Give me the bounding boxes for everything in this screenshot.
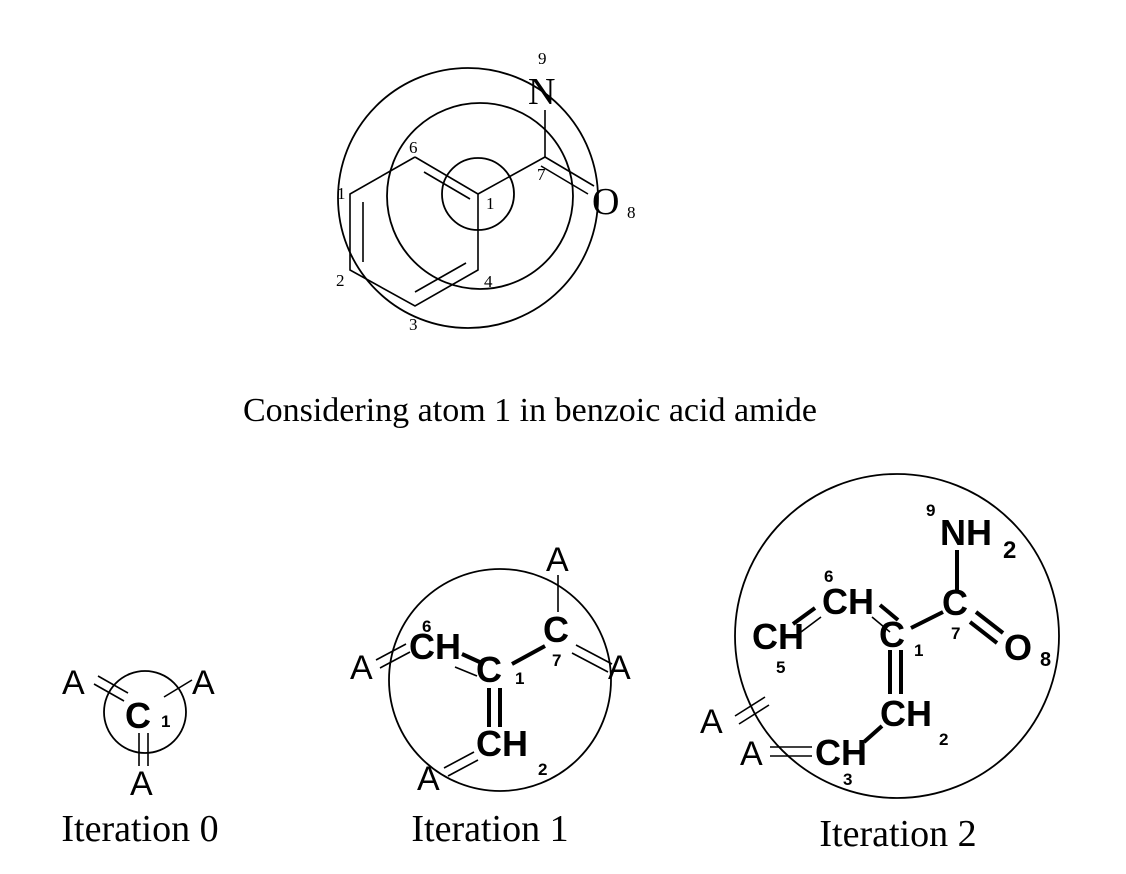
- bond-ch6-c1-double: [871, 616, 891, 633]
- c7-o8-bond: [544, 156, 595, 187]
- atom-ch6: CH: [822, 581, 874, 622]
- atom-number-3: 3: [409, 315, 418, 334]
- atom-number-1: 1: [914, 641, 923, 660]
- bond-c1-c7: [511, 644, 546, 666]
- atom-c1: C: [879, 614, 905, 655]
- iteration-2-circle: [734, 473, 1060, 799]
- atom-a-bottom: A: [130, 765, 153, 803]
- atom-number-7: 7: [552, 651, 561, 670]
- atom-number-1: 1: [161, 712, 170, 731]
- bond-a-left-ch6-double: [379, 651, 411, 669]
- aromatic-inner-bond: [414, 262, 467, 293]
- atom-ch6: CH: [409, 626, 461, 667]
- atom-a-bottom: A: [740, 735, 763, 773]
- bond-a-left: [97, 675, 129, 694]
- radius-1-circle: [386, 102, 574, 290]
- atom-c7: C: [942, 582, 968, 623]
- bond-c7-o8-double: [968, 620, 999, 645]
- atom-a-left: A: [62, 664, 85, 702]
- bond-a-bottom-ch2: [443, 751, 475, 769]
- iteration-0-circle: [103, 670, 187, 754]
- atom-a-top: A: [546, 541, 569, 579]
- bond-c7-a-right: [575, 644, 613, 665]
- atom-number-6: 6: [409, 138, 418, 157]
- iteration-2-label: Iteration 2: [819, 813, 976, 855]
- bond-ch5-ch6-double: [800, 616, 822, 633]
- bond-a-left-ch5-double: [738, 704, 770, 725]
- radius-2-circle: [337, 67, 599, 329]
- bond-a-left-double: [93, 683, 125, 702]
- atom-number-1b: 1: [337, 184, 346, 203]
- atom-o: O: [1004, 627, 1032, 668]
- bond-c7-o8: [974, 610, 1005, 635]
- atom-number-2: 2: [336, 271, 345, 290]
- figure-caption: Considering atom 1 in benzoic acid amide: [243, 392, 817, 429]
- atom-nh-subscript: 2: [1003, 537, 1016, 564]
- atom-number-9: 9: [538, 49, 547, 68]
- bond-ch2-ch3: [862, 724, 884, 744]
- atom-a-left: A: [700, 703, 723, 741]
- atom-number-1: 1: [486, 194, 495, 213]
- bond-a-left-ch6: [375, 643, 407, 661]
- iteration-2: 9 NH 2 CH 6 C 7 O 8 CH 5 C 1 CH 2 CH 3 A…: [700, 473, 1060, 855]
- atom-number-5: 5: [776, 658, 785, 677]
- atom-c1: C: [125, 695, 151, 736]
- iteration-0-label: Iteration 0: [61, 808, 218, 850]
- bond-a-right: [163, 679, 193, 698]
- top-molecule: N O 9 8 7 6 1 1 2 3 4: [336, 49, 636, 334]
- atom-a-left: A: [350, 649, 373, 687]
- bond-ch6-c1-double: [454, 666, 478, 677]
- atom-ch5: CH: [752, 616, 804, 657]
- atom-number-1: 1: [515, 669, 524, 688]
- atom-ch3: CH: [815, 732, 867, 773]
- atom-ch2: CH: [476, 723, 528, 764]
- atom-number-2: 2: [538, 760, 547, 779]
- bond-ch6-c1: [878, 603, 900, 622]
- atom-a-bottom: A: [417, 760, 440, 798]
- atom-number-6: 6: [422, 617, 431, 636]
- aromatic-inner-bond: [423, 171, 471, 200]
- atom-c1: C: [476, 649, 502, 690]
- atom-n: N: [528, 71, 555, 113]
- atom-a-right: A: [192, 664, 215, 702]
- atom-number-4: 4: [484, 272, 493, 291]
- atom-number-8: 8: [627, 203, 636, 222]
- bond-ch5-ch6: [791, 606, 817, 626]
- atom-number-8: 8: [1040, 649, 1051, 671]
- iteration-0: A A A C 1 Iteration 0: [61, 664, 218, 850]
- atom-c7: C: [543, 609, 569, 650]
- bond-c7-a-right-double: [571, 652, 609, 673]
- atom-o: O: [592, 181, 619, 223]
- c7-o8-double-bond: [540, 165, 589, 195]
- iteration-1-label: Iteration 1: [411, 808, 568, 850]
- iteration-1: CH 6 C 1 C 7 CH 2 A A A A Iteration 1: [350, 541, 631, 850]
- atom-ch2: CH: [880, 693, 932, 734]
- atom-number-3: 3: [843, 770, 852, 789]
- atom-number-7: 7: [537, 165, 546, 184]
- atom-number-9: 9: [926, 501, 935, 520]
- bond-a-left-ch5: [734, 696, 766, 717]
- atom-a-right: A: [608, 649, 631, 687]
- atom-number-6: 6: [824, 567, 833, 586]
- c1-c7-bond: [477, 156, 546, 195]
- atom-number-7: 7: [951, 624, 960, 643]
- bond-ch6-c1: [461, 652, 485, 666]
- atom-nh: NH: [940, 512, 992, 553]
- bond-c1-c7: [910, 610, 944, 630]
- iteration-1-circle: [388, 568, 612, 792]
- atom-number-2: 2: [939, 730, 948, 749]
- bond-a-bottom-ch2-double: [447, 759, 479, 777]
